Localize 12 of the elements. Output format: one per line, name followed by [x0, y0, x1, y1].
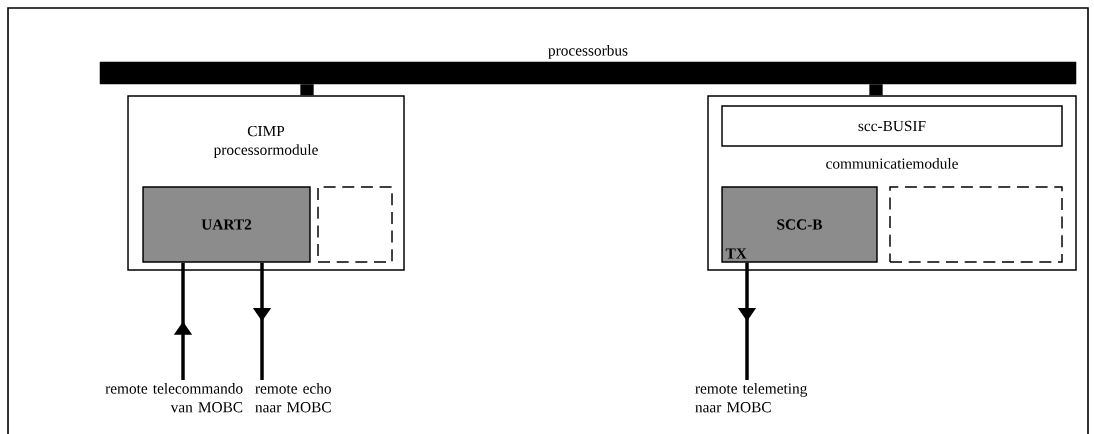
empty-slot-box [317, 186, 393, 263]
interface-box: scc-BUSIF [721, 105, 1063, 147]
bus-connector [300, 84, 314, 96]
chip-box: SCC-B TX [721, 186, 878, 263]
signal-label: remote telecommando van MOBC [105, 382, 243, 413]
chip-box: UART2 [142, 186, 311, 263]
signal-label: remote echo naar MOBC [255, 382, 331, 413]
node-label: processorbus [548, 44, 628, 59]
processor-bus: processorbus [99, 44, 1077, 85]
bus-connector [869, 84, 883, 96]
empty-slot-box [889, 186, 1063, 263]
signal-label: remote telemeting naar MOBC [695, 382, 808, 413]
